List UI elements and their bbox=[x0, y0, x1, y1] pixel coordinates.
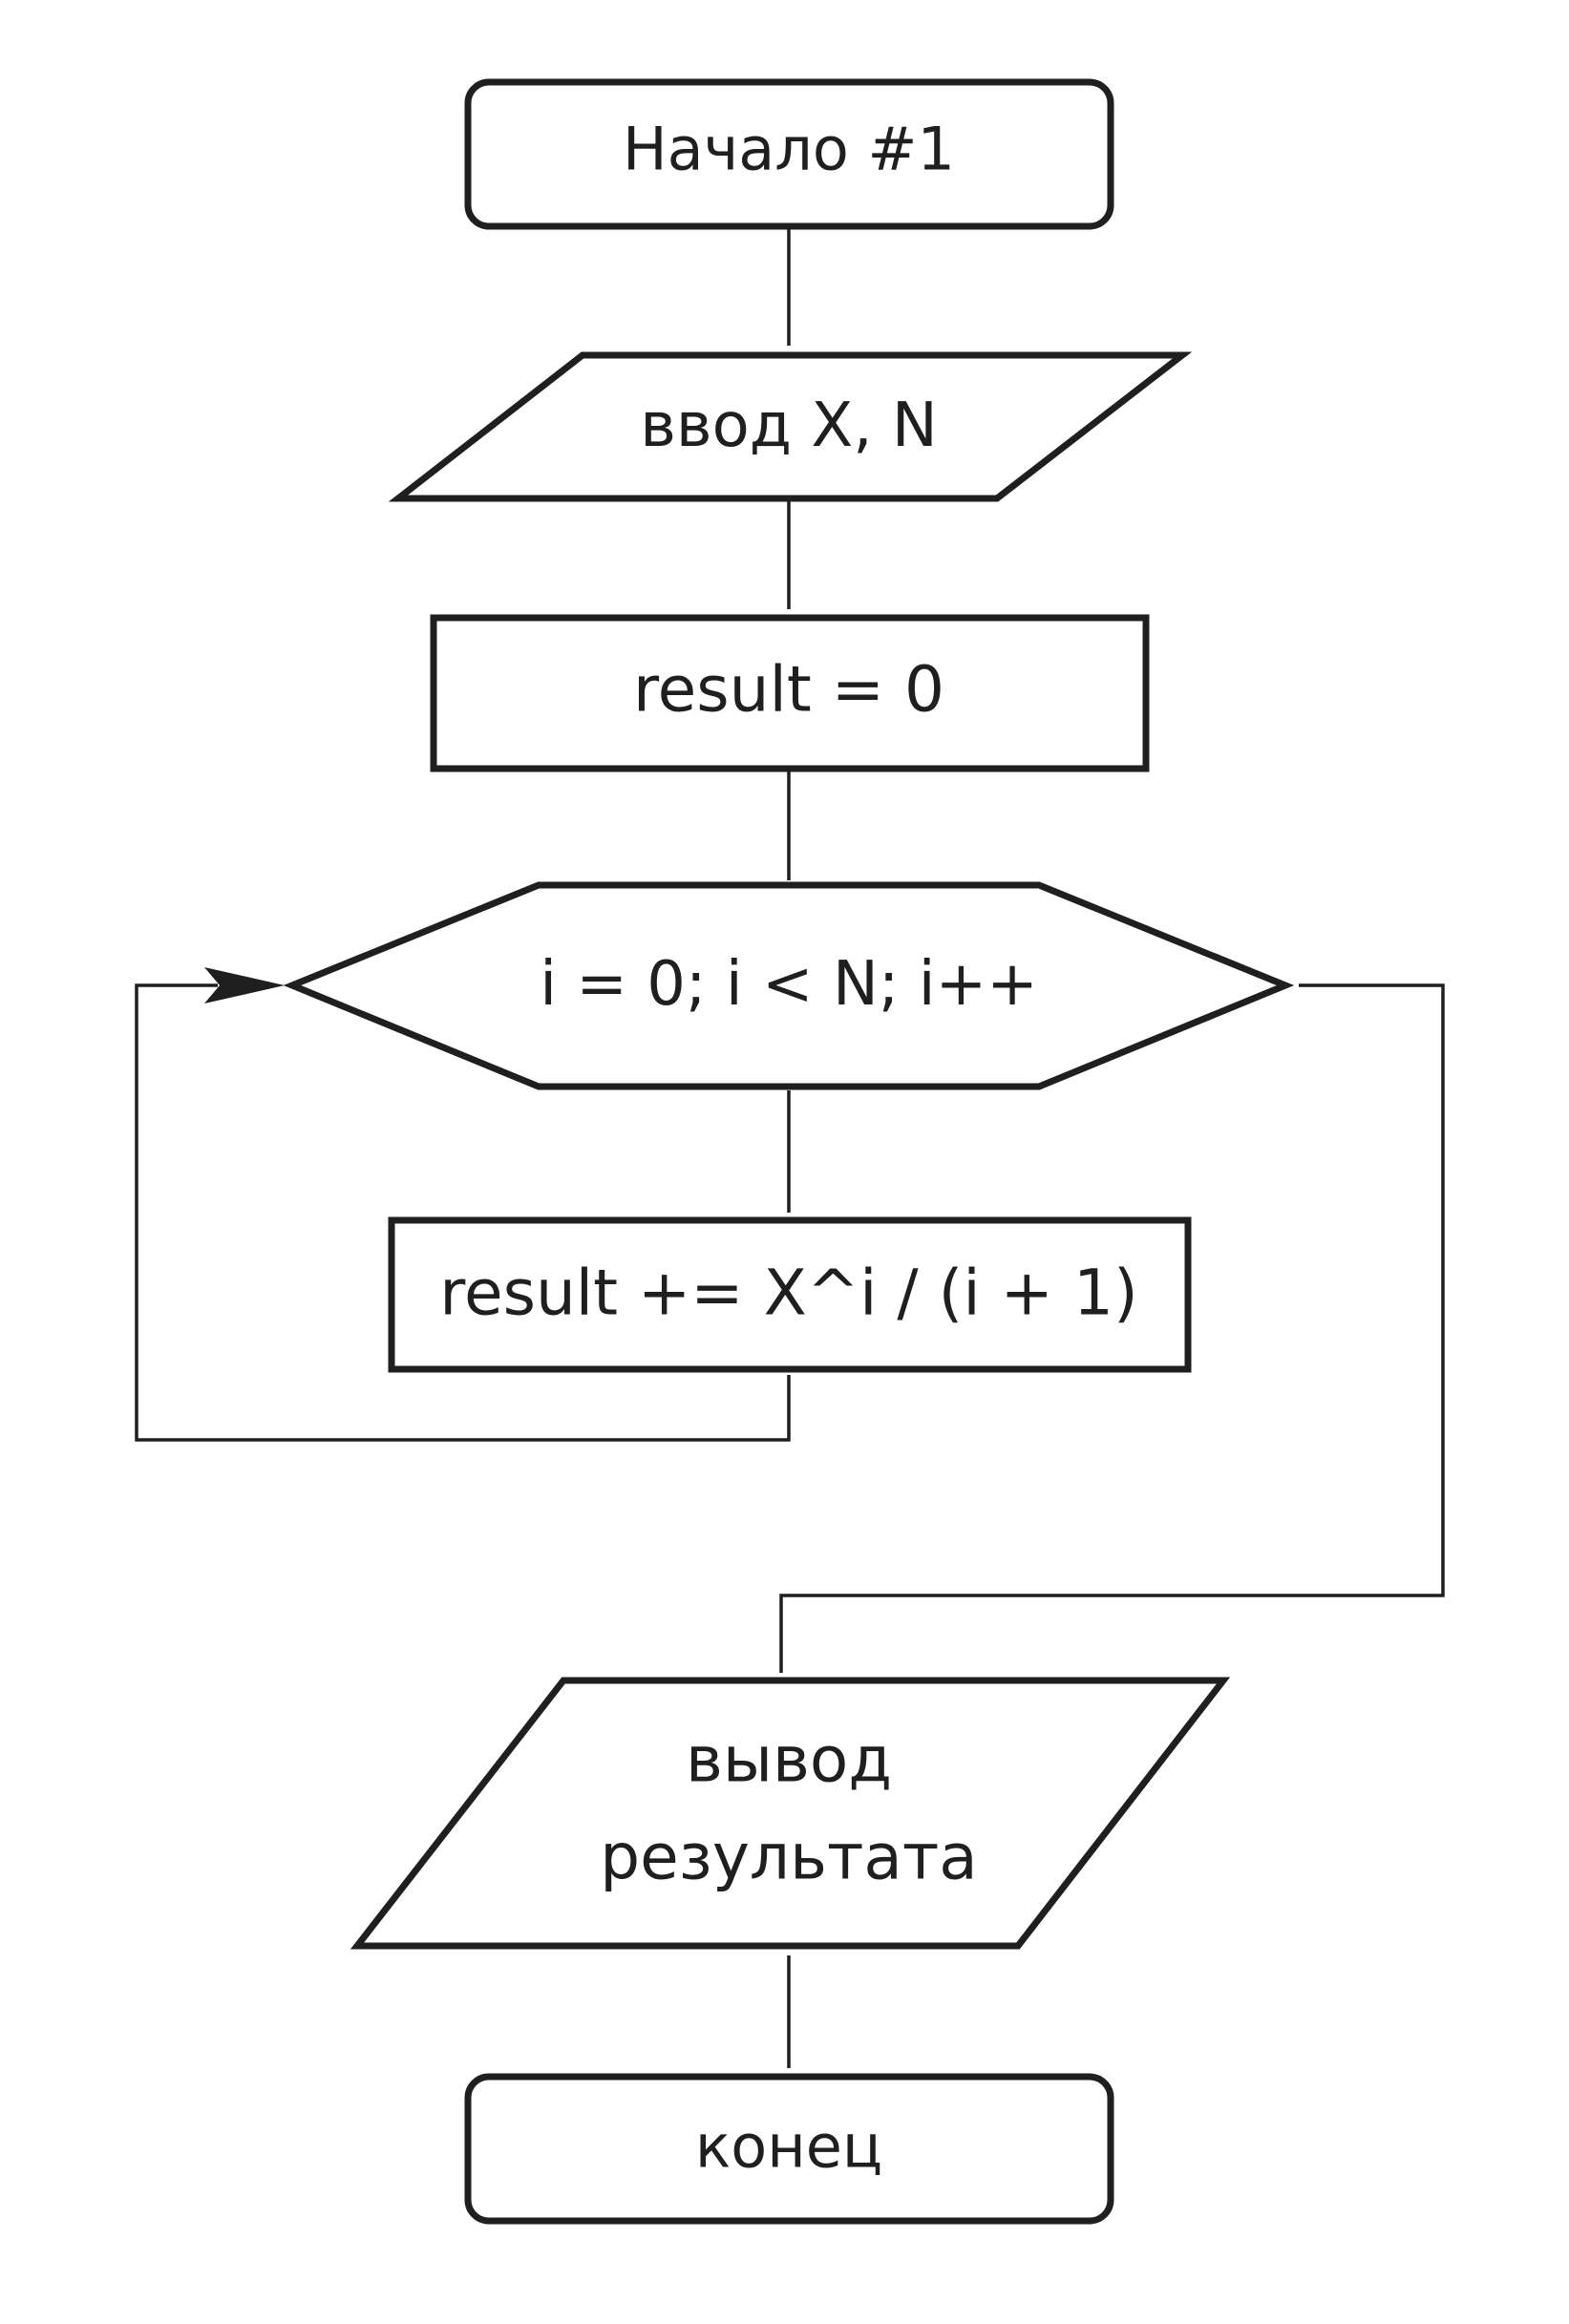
start-terminator bbox=[464, 78, 1114, 230]
loop-label: i = 0; i < N; i++ bbox=[540, 949, 1038, 1020]
end-terminator bbox=[464, 2073, 1114, 2225]
output-label-line1: вывод bbox=[686, 1723, 892, 1797]
input-label: ввод X, N bbox=[640, 391, 938, 461]
loop-exit-connector bbox=[779, 983, 1445, 1673]
body-label: result += X^i / (i + 1) bbox=[439, 1257, 1137, 1330]
init-label: result = 0 bbox=[633, 653, 944, 727]
init-process-box bbox=[430, 614, 1150, 772]
loop-back-arrowhead bbox=[204, 967, 285, 1004]
body-process-box bbox=[388, 1216, 1192, 1373]
end-label: конец bbox=[695, 2112, 882, 2182]
loop-back-connector bbox=[135, 983, 791, 1442]
output-parallelogram bbox=[350, 1677, 1231, 1950]
input-parallelogram bbox=[388, 351, 1193, 502]
output-label-line2: результата bbox=[600, 1821, 978, 1894]
start-label: Начало #1 bbox=[623, 115, 955, 184]
loop-hexagon bbox=[283, 881, 1295, 1090]
